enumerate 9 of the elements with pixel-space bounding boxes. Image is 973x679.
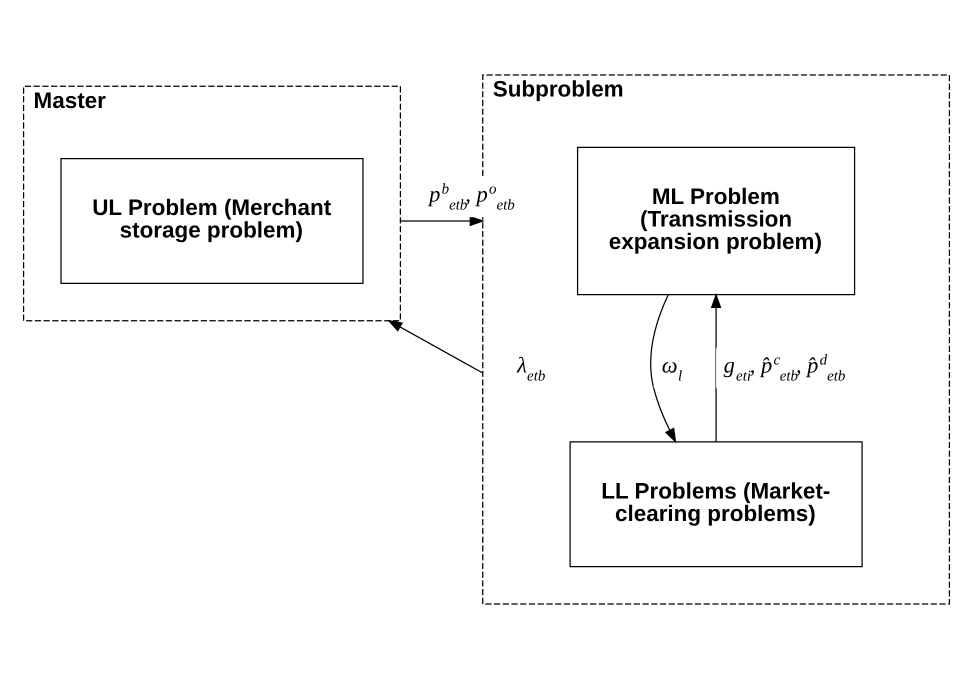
arrow: [400, 216, 485, 226]
edge-label: λ$_{etb}$: [517, 352, 546, 384]
node-box: LL Problems (Market-clearing problems): [569, 441, 863, 568]
arrow: [387, 320, 484, 374]
edge-label: ω$_{l}$: [662, 352, 682, 384]
node-box: ML Problem (Transmission expansion problem): [576, 146, 856, 296]
node-box: UL Problem (Merchant storage problem): [60, 158, 364, 284]
arrow: [650, 294, 676, 444]
arrow: [710, 292, 722, 442]
